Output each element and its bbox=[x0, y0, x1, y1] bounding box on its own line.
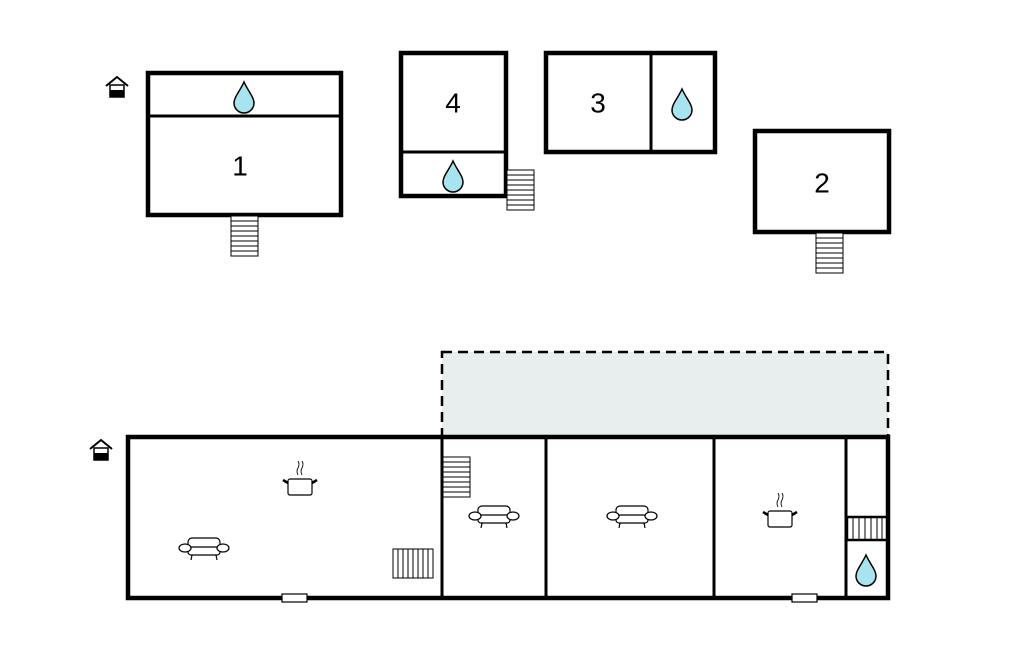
water-drop-icon bbox=[671, 88, 693, 121]
terrace-area bbox=[440, 350, 890, 439]
building-label: 2 bbox=[814, 168, 830, 199]
building-2: 2 bbox=[752, 128, 892, 274]
building-1: 1 bbox=[145, 70, 344, 257]
main-building bbox=[125, 434, 891, 603]
water-drop-icon bbox=[855, 554, 877, 587]
stairs-icon bbox=[442, 456, 471, 498]
water-drop-icon bbox=[442, 160, 464, 193]
stairs-icon bbox=[815, 232, 844, 274]
building-label: 4 bbox=[445, 88, 461, 119]
stairs-icon bbox=[506, 169, 535, 211]
window-icon bbox=[281, 593, 308, 603]
water-drop-icon bbox=[233, 81, 255, 114]
stairs-icon bbox=[845, 515, 889, 542]
house-entrance-icon bbox=[105, 76, 129, 98]
house-entrance-icon bbox=[89, 439, 113, 461]
cooking-pot-icon bbox=[761, 491, 799, 529]
window-icon bbox=[791, 593, 818, 603]
building-3: 3 bbox=[543, 50, 718, 155]
sofa-icon bbox=[178, 537, 230, 561]
cooking-pot-icon bbox=[281, 459, 319, 497]
sofa-icon bbox=[468, 505, 520, 529]
sofa-icon bbox=[606, 505, 658, 529]
building-label: 3 bbox=[590, 88, 606, 119]
stairs-icon bbox=[230, 215, 259, 257]
building-4: 4 bbox=[398, 50, 535, 211]
building-label: 1 bbox=[232, 151, 248, 182]
stairs-icon bbox=[392, 548, 434, 579]
